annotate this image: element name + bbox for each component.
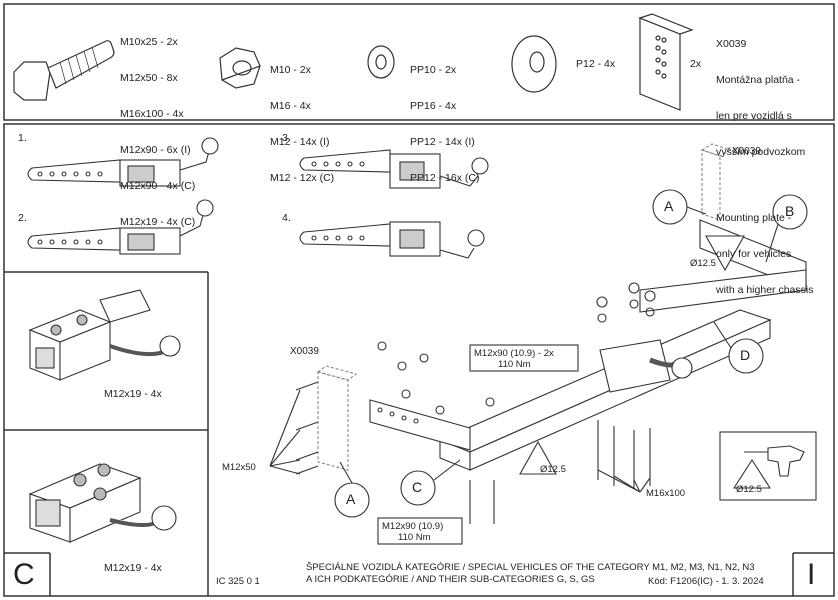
bolt-icon xyxy=(13,40,115,101)
variant-3-drawing xyxy=(299,149,489,189)
callout-D: D xyxy=(740,347,751,363)
bolt-list: M10x25 - 2x M12x50 - 8x M16x100 - 4x M12… xyxy=(120,12,195,240)
variant-2-drawing xyxy=(27,199,214,255)
washer-item: PP16 - 4x xyxy=(410,100,457,112)
plate-desc-en-line: Mounting plate - xyxy=(716,212,792,224)
variant-3-label: 3. xyxy=(282,132,291,144)
detail-view-1 xyxy=(28,289,181,381)
main-assembly xyxy=(269,143,808,545)
callout-B-circle xyxy=(772,194,808,230)
main-drawing-frame xyxy=(3,123,835,597)
diameter-drill: Ø12.5 xyxy=(736,484,762,495)
bolt-item: M16x100 - 4x xyxy=(120,108,184,120)
variant-2-label: 2. xyxy=(18,212,27,224)
diameter-top: Ø12.5 xyxy=(690,258,716,269)
big-washer-label: P12 - 4x xyxy=(576,58,616,70)
plate-description: X0039 Montážna platňa - len pre vozidlá … xyxy=(716,14,813,308)
callout-B: B xyxy=(785,203,795,219)
detail-2-bolt-label: M12x19 - 4x xyxy=(104,562,162,574)
washer-item: PP12 - 16x (C) xyxy=(410,172,480,184)
callout-C: C xyxy=(412,479,423,495)
footer-note-line-1: ŠPECIÁLNE VOZIDLÁ KATEGÓRIE / SPECIAL VE… xyxy=(306,562,755,573)
bolt-item: M12x90 - 6x (I) xyxy=(120,144,191,156)
washer-list: PP10 - 2x PP16 - 4x PP12 - 14x (I) PP12 … xyxy=(410,40,479,196)
washer-item: PP12 - 14x (I) xyxy=(410,136,475,148)
torque-bottom-label: 110 Nm xyxy=(398,532,431,543)
plate-desc-sk-line: len pre vozidlá s xyxy=(716,110,792,122)
diameter-bottom: Ø12.5 xyxy=(540,464,566,475)
callout-C-circle xyxy=(400,470,436,506)
callout-D-circle xyxy=(728,338,764,374)
footer-letter-right: I xyxy=(807,558,816,591)
washer-icon xyxy=(367,45,395,79)
detail-view-2 xyxy=(28,463,177,543)
plate-desc-sk-line: vyšším podvozkom xyxy=(716,146,806,158)
plate-desc-sk-line: Montážna platňa - xyxy=(716,74,801,86)
bolt-item: M12x50 - 8x xyxy=(120,72,178,84)
nut-icon xyxy=(219,47,261,89)
bolt-item: M10x25 - 2x xyxy=(120,36,178,48)
plate-qty: 2x xyxy=(690,58,702,70)
plate-desc-en-line: only for vehicles xyxy=(716,248,792,260)
detail-1-bolt-label: M12x19 - 4x xyxy=(104,388,162,400)
nut-item: M12 - 12x (C) xyxy=(270,172,335,184)
bolt-item: M12x19 - 4x (C) xyxy=(120,216,196,228)
footer-kod: Kód: F1206(IC) - 1. 3. 2024 xyxy=(648,576,764,587)
variant-1-drawing xyxy=(27,137,219,187)
plate-code: X0039 xyxy=(716,38,747,50)
variant-1-label: 1. xyxy=(18,132,27,144)
footer-note-line-2: A ICH PODKATEGÓRIE / AND THEIR SUB-CATEG… xyxy=(306,574,595,585)
m12x90-mid-label: M12x90 (10.9) - 2x xyxy=(474,348,554,359)
m16x100-label: M16x100 xyxy=(646,488,686,499)
variant-4-drawing xyxy=(299,221,485,259)
drill-icon xyxy=(719,431,817,501)
x0039-top-label: X0039 xyxy=(732,146,761,157)
washer-item: PP10 - 2x xyxy=(410,64,457,76)
callout-A-top: A xyxy=(664,198,674,214)
x0039-left-label: X0039 xyxy=(290,346,319,357)
callout-A-bottom: A xyxy=(346,491,356,507)
plate-desc-en-line: with a higher chassis xyxy=(716,284,814,296)
m12x90-bottom-label: M12x90 (10.9) xyxy=(382,521,444,532)
parts-list-frame xyxy=(3,3,835,121)
nut-list: M10 - 2x M16 - 4x M12 - 14x (I) M12 - 12… xyxy=(270,40,334,196)
torque-mid-label: 110 Nm xyxy=(498,359,531,370)
nut-item: M10 - 2x xyxy=(270,64,311,76)
big-washer-icon xyxy=(511,35,557,93)
footer-code: IC 325 0 1 xyxy=(216,576,260,587)
variant-4-label: 4. xyxy=(282,212,291,224)
nut-item: M12 - 14x (I) xyxy=(270,136,330,148)
nut-item: M16 - 4x xyxy=(270,100,311,112)
m12x50-label: M12x50 xyxy=(222,462,256,473)
footer-letter-left: C xyxy=(13,558,35,591)
bolt-item: M12x90 - 4x (C) xyxy=(120,180,196,192)
mounting-plate-icon xyxy=(638,13,694,111)
